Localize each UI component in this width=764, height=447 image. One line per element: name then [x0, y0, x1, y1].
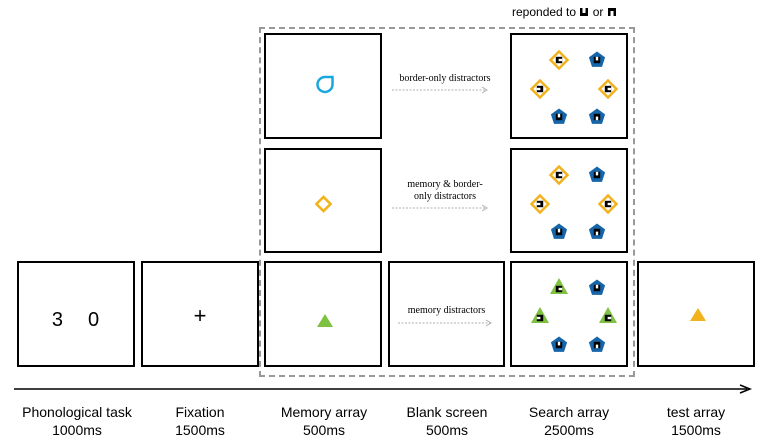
fixation-cross: +	[193, 303, 207, 328]
condition-arrow-memory-border	[392, 204, 488, 212]
search-item-green-triangle	[550, 278, 568, 294]
response-instruction-connector: or	[592, 5, 604, 19]
search-array-frame-memory-border	[510, 148, 628, 253]
search-item-blue-pentagon	[588, 166, 606, 182]
search-item-green-triangle	[531, 307, 549, 323]
search-item-blue-pentagon	[588, 279, 606, 295]
n-shape-icon	[607, 6, 617, 20]
search-item-orange-diamond	[529, 193, 551, 215]
blank-screen-frame: memory distractors	[388, 261, 505, 367]
search-item-orange-diamond	[597, 78, 619, 100]
memory-array-frame-border-only	[264, 33, 382, 139]
condition-arrow-border-only	[392, 86, 488, 94]
fixation-frame: +	[141, 261, 259, 367]
green-triangle-icon	[317, 314, 333, 327]
search-array-memory	[531, 278, 617, 352]
condition-group-outline	[259, 27, 635, 377]
orange-diamond-icon	[314, 195, 333, 213]
orange-triangle-icon	[690, 308, 706, 321]
digit-second: 0	[88, 309, 101, 331]
search-item-blue-pentagon	[550, 223, 568, 239]
search-item-blue-pentagon	[588, 108, 606, 124]
memory-array-frame-memory-border	[264, 148, 382, 253]
digit-first: 3	[51, 309, 64, 331]
cyan-drop-icon	[316, 75, 334, 94]
search-item-blue-pentagon	[588, 336, 606, 352]
search-array-frame-memory	[510, 261, 628, 367]
search-item-orange-diamond	[529, 78, 551, 100]
memory-array-frame-memory	[264, 261, 382, 367]
response-instruction-text: reponded to	[512, 5, 577, 19]
search-item-blue-pentagon	[588, 223, 606, 239]
search-array-memory-border	[529, 164, 619, 239]
search-item-green-triangle	[599, 307, 617, 323]
u-shape-icon	[579, 6, 589, 20]
search-item-orange-diamond	[548, 49, 570, 71]
search-item-blue-pentagon	[588, 51, 606, 67]
search-item-orange-diamond	[548, 164, 570, 186]
condition-label-memory: memory distractors	[407, 305, 486, 316]
search-array-border-only	[529, 49, 619, 124]
condition-label-border-only: border-only distractors	[399, 73, 491, 84]
timeline-arrow	[14, 384, 753, 394]
response-instruction: reponded to or	[512, 5, 617, 20]
search-item-orange-diamond	[597, 193, 619, 215]
search-item-blue-pentagon	[550, 336, 568, 352]
condition-arrow-memory	[398, 319, 492, 327]
search-item-blue-pentagon	[550, 108, 568, 124]
search-array-frame-border-only	[510, 33, 628, 139]
condition-label-memory-border: memory & border- only distractors	[407, 179, 483, 202]
test-array-frame	[637, 261, 755, 367]
